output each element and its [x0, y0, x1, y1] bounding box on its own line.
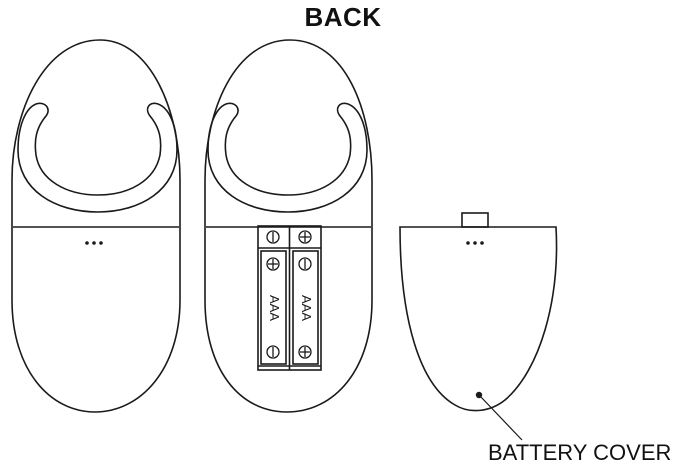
- battery-cover-label: BATTERY COVER: [488, 440, 672, 465]
- diagram-title: BACK: [304, 2, 382, 32]
- battery-right: [292, 250, 319, 365]
- battery-left-label: AAA: [267, 295, 282, 321]
- device-closed-ring: [17, 102, 178, 213]
- battery-cover-leader-line: [479, 395, 523, 441]
- plus-icon: [298, 345, 312, 359]
- plus-icon: [266, 257, 280, 271]
- minus-icon: [298, 257, 312, 271]
- battery-cover-outline: [399, 226, 558, 412]
- battery-cover-tab: [461, 212, 489, 228]
- device-closed-outline: [11, 39, 181, 413]
- battery-cover-dots: [466, 241, 484, 245]
- battery-right-label: AAA: [299, 295, 314, 321]
- battery-left: [260, 250, 287, 365]
- device-closed-dots: [85, 241, 103, 245]
- device-open-back: AAA AAA: [204, 39, 373, 413]
- device-closed-back: [11, 39, 181, 413]
- device-open-ring: [207, 102, 368, 213]
- plus-icon: [298, 230, 312, 244]
- minus-icon: [266, 345, 280, 359]
- battery-cover: [399, 212, 558, 441]
- minus-icon: [266, 230, 280, 244]
